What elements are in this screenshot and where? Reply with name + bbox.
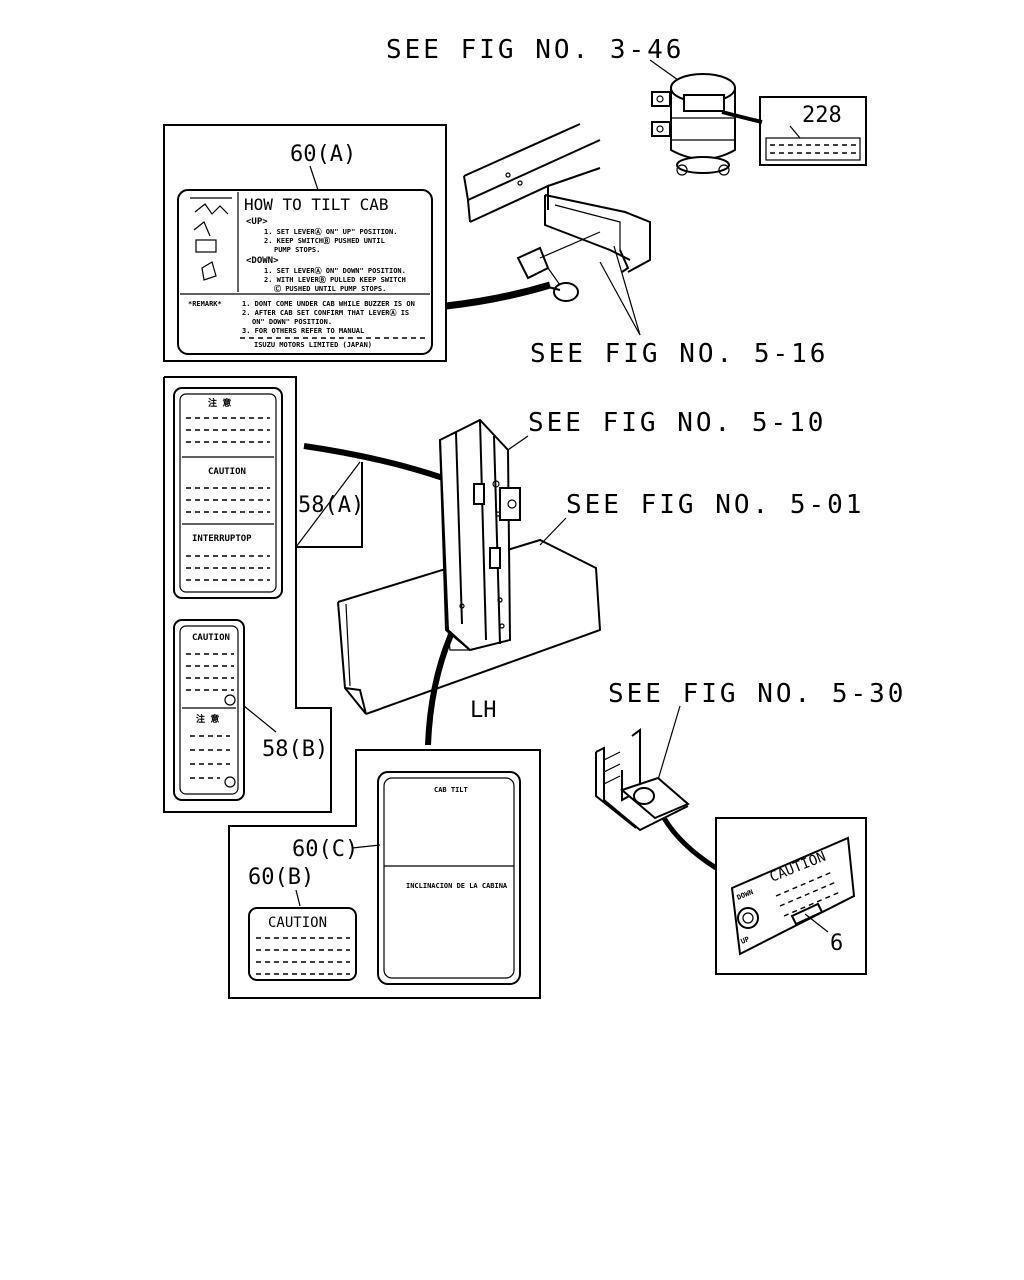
callout-228: 228 bbox=[802, 103, 842, 128]
label-60a-up-3: PUMP STOPS. bbox=[274, 246, 320, 254]
leader-3-46 bbox=[649, 59, 679, 81]
callout-60a: 60(A) bbox=[290, 142, 356, 167]
ref-fig-5-16: SEE FIG NO. 5-16 bbox=[530, 339, 828, 369]
ref-fig-5-10: SEE FIG NO. 5-10 bbox=[528, 408, 826, 438]
label-60a-down-3: Ⓒ PUSHED UNTIL PUMP STOPS. bbox=[274, 284, 386, 293]
callout-60b: 60(B) bbox=[248, 865, 314, 890]
label-58a-interruptor: INTERRUPTOP bbox=[192, 534, 252, 544]
label-58a: 注 意 CAUTION INTERRUPTOP bbox=[173, 387, 283, 599]
label-60a-up: <UP> bbox=[246, 217, 268, 227]
label-60a-up-2: 2. KEEP SWITCHⒷ PUSHED UNTIL bbox=[264, 236, 385, 245]
leader-60c bbox=[351, 844, 381, 849]
panel-58 bbox=[163, 377, 332, 813]
label-60c: CAB TILT INCLINACION DE LA CABINA bbox=[377, 771, 521, 985]
label-58a-header: 注 意 bbox=[208, 397, 231, 409]
label-60a-plate bbox=[177, 189, 433, 355]
ref-fig-5-30: SEE FIG NO. 5-30 bbox=[608, 679, 906, 709]
callout-6: 6 bbox=[830, 931, 843, 956]
label-60a-down: <DOWN> bbox=[246, 256, 279, 266]
label-60a-remark-1: 1. DONT COME UNDER CAB WHILE BUZZER IS O… bbox=[242, 300, 415, 308]
label-60a-down-1: 1. SET LEVERⒶ ON" DOWN" POSITION. bbox=[264, 266, 406, 275]
ref-fig-5-01: SEE FIG NO. 5-01 bbox=[566, 490, 864, 520]
label-60b: CAUTION bbox=[248, 907, 357, 981]
callout-58b: 58(B) bbox=[262, 737, 328, 762]
label-60a-up-1: 1. SET LEVERⒶ ON" UP" POSITION. bbox=[264, 227, 397, 236]
label-60a-title: HOW TO TILT CAB bbox=[244, 195, 389, 214]
label-60a-remark-2: 2. AFTER CAB SET CONFIRM THAT LEVERⒶ IS bbox=[242, 308, 409, 317]
label-60a-remark: *REMARK* bbox=[188, 300, 222, 308]
label-60b-caution: CAUTION bbox=[268, 915, 327, 931]
tilt-pictogram-icon bbox=[190, 197, 232, 281]
panel-60 bbox=[228, 749, 541, 999]
ref-fig-3-46: SEE FIG NO. 3-46 bbox=[386, 35, 684, 65]
label-60a-down-2: 2. WITH LEVERⒷ PULLED KEEP SWITCH bbox=[264, 275, 406, 284]
callout-lh: LH bbox=[470, 698, 497, 723]
label-6-caution: CAUTION bbox=[768, 849, 829, 886]
label-58b-header: 注 意 bbox=[196, 713, 219, 725]
callout-58a: 58(A) bbox=[298, 493, 364, 518]
callout-60c: 60(C) bbox=[292, 837, 358, 862]
lower-bracket bbox=[595, 728, 690, 832]
pillar-and-crossmember bbox=[337, 418, 602, 715]
label-58a-caution: CAUTION bbox=[208, 467, 246, 477]
lever-symbol-icon bbox=[737, 907, 759, 929]
label-60c-bottom: INCLINACION DE LA CABINA bbox=[406, 882, 508, 890]
pump-unit bbox=[651, 73, 763, 176]
label-6-up: UP bbox=[740, 935, 751, 946]
label-60a-remark-3: ON" DOWN" POSITION. bbox=[252, 318, 332, 326]
label-6-down: DOWN bbox=[736, 888, 755, 902]
leader-60a bbox=[445, 281, 552, 310]
label-60a-maker: ISUZU MOTORS LIMITED (JAPAN) bbox=[254, 341, 372, 349]
leader-5-16-b bbox=[613, 245, 641, 336]
leader-to-label-6 bbox=[661, 816, 718, 871]
label-228 bbox=[759, 96, 867, 166]
frame-sketch-top bbox=[463, 123, 651, 302]
leader-58b bbox=[243, 705, 277, 733]
label-60a-remark-4: 3. FOR OTHERS REFER TO MANUAL bbox=[242, 327, 364, 335]
panel-label-6: CAUTION DOWN UP bbox=[715, 817, 867, 975]
label-58b: CAUTION 注 意 bbox=[173, 619, 245, 801]
label-58b-caution: CAUTION bbox=[192, 633, 230, 643]
leader-5-16-a bbox=[599, 261, 641, 336]
panel-60a: 60(A) HOW TO TILT CAB <UP> 1. SET LEVERⒶ… bbox=[163, 124, 447, 362]
label-60c-top: CAB TILT bbox=[434, 786, 468, 794]
